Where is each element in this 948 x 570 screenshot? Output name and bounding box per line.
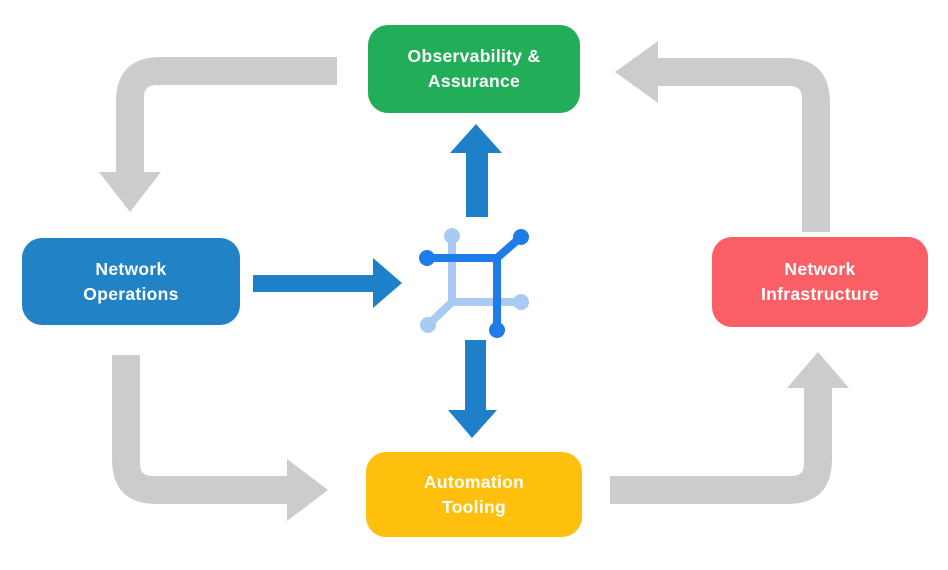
flow-arrow-infrastructure-to-observability xyxy=(615,41,830,232)
node-label-line: Automation xyxy=(423,471,525,492)
node-label-line: Infrastructure xyxy=(761,284,879,304)
arrow-center-to-automation xyxy=(448,340,497,438)
node-label-line: Tooling xyxy=(442,496,506,517)
flow-arrow-operations-to-automation xyxy=(112,355,328,521)
node-observability-assurance: Observability & Assurance xyxy=(368,25,580,113)
node-label-line: Network xyxy=(95,258,167,279)
arrow-center-to-observability xyxy=(450,124,502,217)
node-label-line: Assurance xyxy=(427,71,521,91)
flow-arrow-observability-to-operations xyxy=(99,57,337,212)
arrow-operations-to-center xyxy=(253,258,402,308)
node-network-infrastructure: Network Infrastructure xyxy=(712,237,928,327)
node-network-operations: Network Operations xyxy=(22,238,240,325)
node-label-line: Network xyxy=(784,259,856,280)
node-automation-tooling: Automation Tooling xyxy=(366,452,582,537)
node-label-line: Observability & xyxy=(407,46,541,67)
network-automation-icon xyxy=(419,228,529,338)
node-label-line: Operations xyxy=(83,283,179,304)
flow-arrow-automation-to-infrastructure xyxy=(610,352,849,504)
